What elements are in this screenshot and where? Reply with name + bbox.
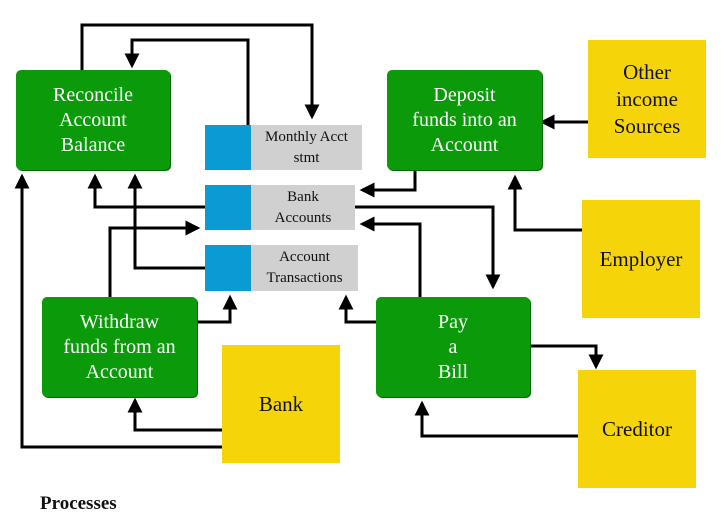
process-withdraw-funds[interactable]: Withdraw funds from an Account — [42, 297, 197, 397]
entity-employer-label: Employer — [599, 246, 683, 271]
legend-caption: Processes — [40, 493, 117, 514]
flow-employer-to-deposit — [507, 174, 582, 232]
flow-bank-accounts-to-pay-bill — [355, 205, 501, 290]
entity-bank[interactable]: Bank — [222, 345, 340, 463]
flow-transactions-to-reconcile — [127, 173, 205, 270]
process-reconcile-account-balance[interactable]: Reconcile Account Balance — [16, 70, 170, 170]
flow-creditor-to-pay-bill — [414, 400, 578, 438]
process-withdraw-label: Withdraw funds from an Account — [63, 310, 176, 383]
entity-creditor[interactable]: Creditor — [578, 370, 696, 488]
flow-bank-to-withdraw — [127, 397, 222, 432]
data-store-bank-accounts-label: Bank Accounts — [274, 188, 332, 226]
flow-withdraw-to-transactions — [197, 294, 238, 324]
entity-employer[interactable]: Employer — [582, 200, 700, 318]
data-store-tab — [205, 125, 251, 170]
process-reconcile-label: Reconcile Account Balance — [53, 83, 133, 156]
process-deposit-funds[interactable]: Deposit funds into an Account — [387, 70, 542, 170]
flow-pay-bill-to-transactions — [338, 294, 376, 324]
flow-withdraw-to-bank-accounts — [108, 220, 201, 297]
flow-monthly-stmt-to-reconcile — [124, 38, 250, 125]
data-store-monthly-acct-stmt[interactable]: Monthly Acct stmt — [205, 125, 362, 170]
data-store-transactions-label: Account Transactions — [266, 249, 343, 286]
data-store-monthly-label: Monthly Acct stmt — [265, 128, 348, 166]
flow-bank-accounts-to-reconcile — [87, 173, 205, 209]
flow-pay-bill-to-bank-accounts — [359, 216, 422, 297]
data-store-tab — [205, 245, 251, 291]
data-store-bank-accounts[interactable]: Bank Accounts — [205, 185, 355, 230]
entity-other-income-sources[interactable]: Other income Sources — [588, 40, 706, 158]
data-store-tab — [205, 185, 251, 230]
data-store-account-transactions[interactable]: Account Transactions — [205, 245, 358, 291]
entity-creditor-label: Creditor — [602, 416, 672, 441]
entity-other-income-label: Other income Sources — [613, 59, 681, 138]
process-deposit-label: Deposit funds into an Account — [412, 83, 517, 156]
process-pay-bill-label: Pay a Bill — [437, 310, 468, 383]
flow-deposit-to-bank-accounts — [359, 170, 417, 198]
flow-pay-bill-to-creditor — [530, 344, 604, 370]
flow-reconcile-to-monthly-stmt — [80, 23, 320, 120]
process-pay-a-bill[interactable]: Pay a Bill — [376, 297, 530, 397]
flow-bank-to-reconcile — [14, 173, 222, 449]
entity-bank-label: Bank — [258, 391, 304, 416]
